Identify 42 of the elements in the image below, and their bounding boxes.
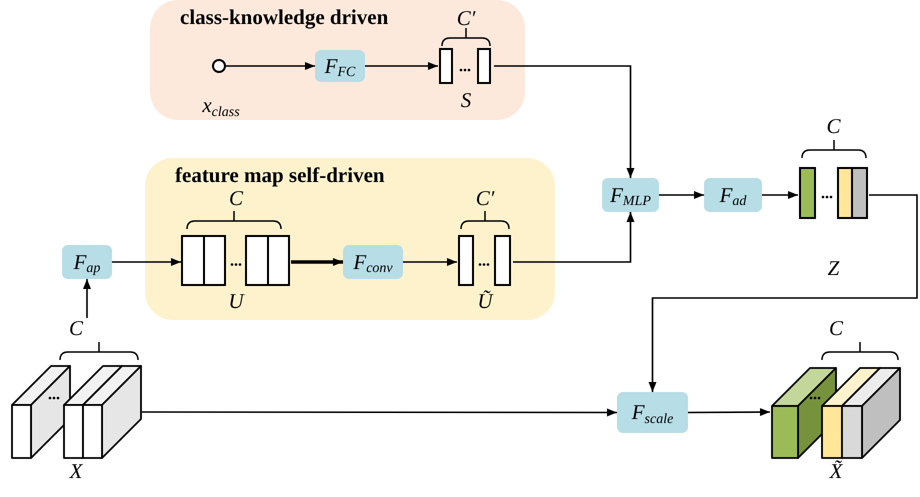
group-panel xyxy=(145,158,555,320)
function-label: F$_{scale}$ xyxy=(632,402,674,423)
tensor-label: X̃ xyxy=(830,461,842,482)
arrow xyxy=(226,62,315,70)
function-box xyxy=(617,392,688,433)
tensor-label: Ũ xyxy=(477,291,493,312)
function-label: F$_{FC}$ xyxy=(324,56,356,76)
arrow xyxy=(83,279,91,318)
channel-label: C xyxy=(68,318,83,339)
function-label: F$_{conv}$ xyxy=(353,252,393,272)
function-box xyxy=(343,245,403,279)
arrow xyxy=(513,212,634,263)
arrow xyxy=(762,191,798,199)
function-box xyxy=(602,178,659,212)
function-box xyxy=(62,245,112,279)
channel-label: C′ xyxy=(476,188,494,209)
function-label: F$_{MLP}$ xyxy=(610,184,651,206)
function-box xyxy=(704,178,762,212)
channel-label: C xyxy=(826,116,840,137)
function-label: F$_{ad}$ xyxy=(720,184,746,206)
arrow xyxy=(494,65,634,178)
channel-label: C xyxy=(228,188,243,209)
function-label: F$_{ap}$ xyxy=(74,252,100,272)
arrow xyxy=(112,258,181,266)
tensor-label: U xyxy=(228,291,244,312)
channel-label: C′ xyxy=(456,8,476,29)
arrow xyxy=(648,194,918,392)
arrow xyxy=(291,258,343,266)
tensor-label: x$_{class}$ xyxy=(202,95,240,116)
arrow xyxy=(403,258,457,266)
function-box xyxy=(315,50,365,82)
arrow xyxy=(142,408,617,416)
arrow xyxy=(659,191,704,199)
arrow xyxy=(365,62,438,70)
arrow xyxy=(688,408,770,416)
tensor-label: X xyxy=(70,461,82,482)
channel-label: C xyxy=(828,318,843,339)
group-title: feature map self-driven xyxy=(175,162,385,189)
tensor-label: Z xyxy=(828,258,840,279)
tensor-label: S xyxy=(460,90,472,111)
group-title: class-knowledge driven xyxy=(180,4,388,31)
group-panel xyxy=(150,0,525,120)
